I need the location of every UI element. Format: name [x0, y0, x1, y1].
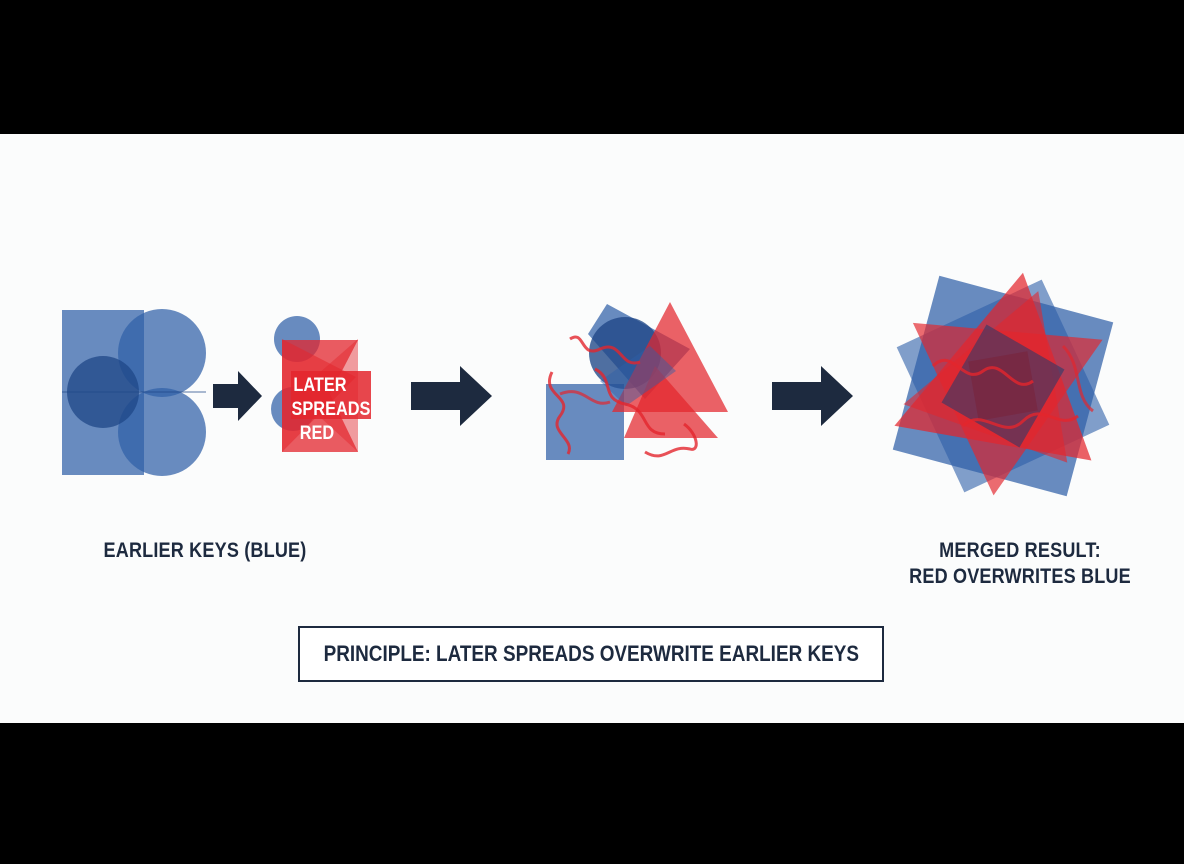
earlier-keys-caption: EARLIER KEYS (BLUE)	[103, 539, 307, 562]
merged-result-caption-line-2: RED OVERWRITES BLUE	[909, 565, 1131, 588]
mixing-shapes	[546, 302, 728, 460]
arrow-right-icon	[213, 371, 262, 421]
merged-result-caption: MERGED RESULT: RED OVERWRITES BLUE	[900, 538, 1141, 590]
later-spreads-label-line-1: LATER	[293, 374, 346, 395]
principle-text: PRINCIPLE: LATER SPREADS OVERWRITE EARLI…	[323, 641, 859, 666]
merged-result-shapes	[892, 272, 1114, 497]
arrow-right-icon	[411, 366, 492, 426]
red-triangle-top	[612, 302, 728, 412]
letterbox-top	[0, 0, 1184, 134]
later-spreads-shapes: LATER SPREADS RED	[271, 316, 371, 452]
diagram-svg: LATER SPREADS RED	[62, 272, 1114, 497]
blue-circle-top	[118, 309, 206, 397]
blue-circle-bottom	[118, 388, 206, 476]
later-spreads-label-line-3: RED	[300, 422, 335, 443]
letterbox-bottom	[0, 723, 1184, 864]
merged-result-caption-line-1: MERGED RESULT:	[939, 539, 1101, 562]
principle-box: PRINCIPLE: LATER SPREADS OVERWRITE EARLI…	[298, 626, 884, 682]
red-triangle-bottom	[624, 366, 718, 438]
earlier-keys-shapes	[62, 309, 206, 476]
diagram-canvas: LATER SPREADS RED	[0, 134, 1184, 723]
later-spreads-label-line-2: SPREADS	[292, 398, 371, 419]
arrow-right-icon	[772, 366, 853, 426]
